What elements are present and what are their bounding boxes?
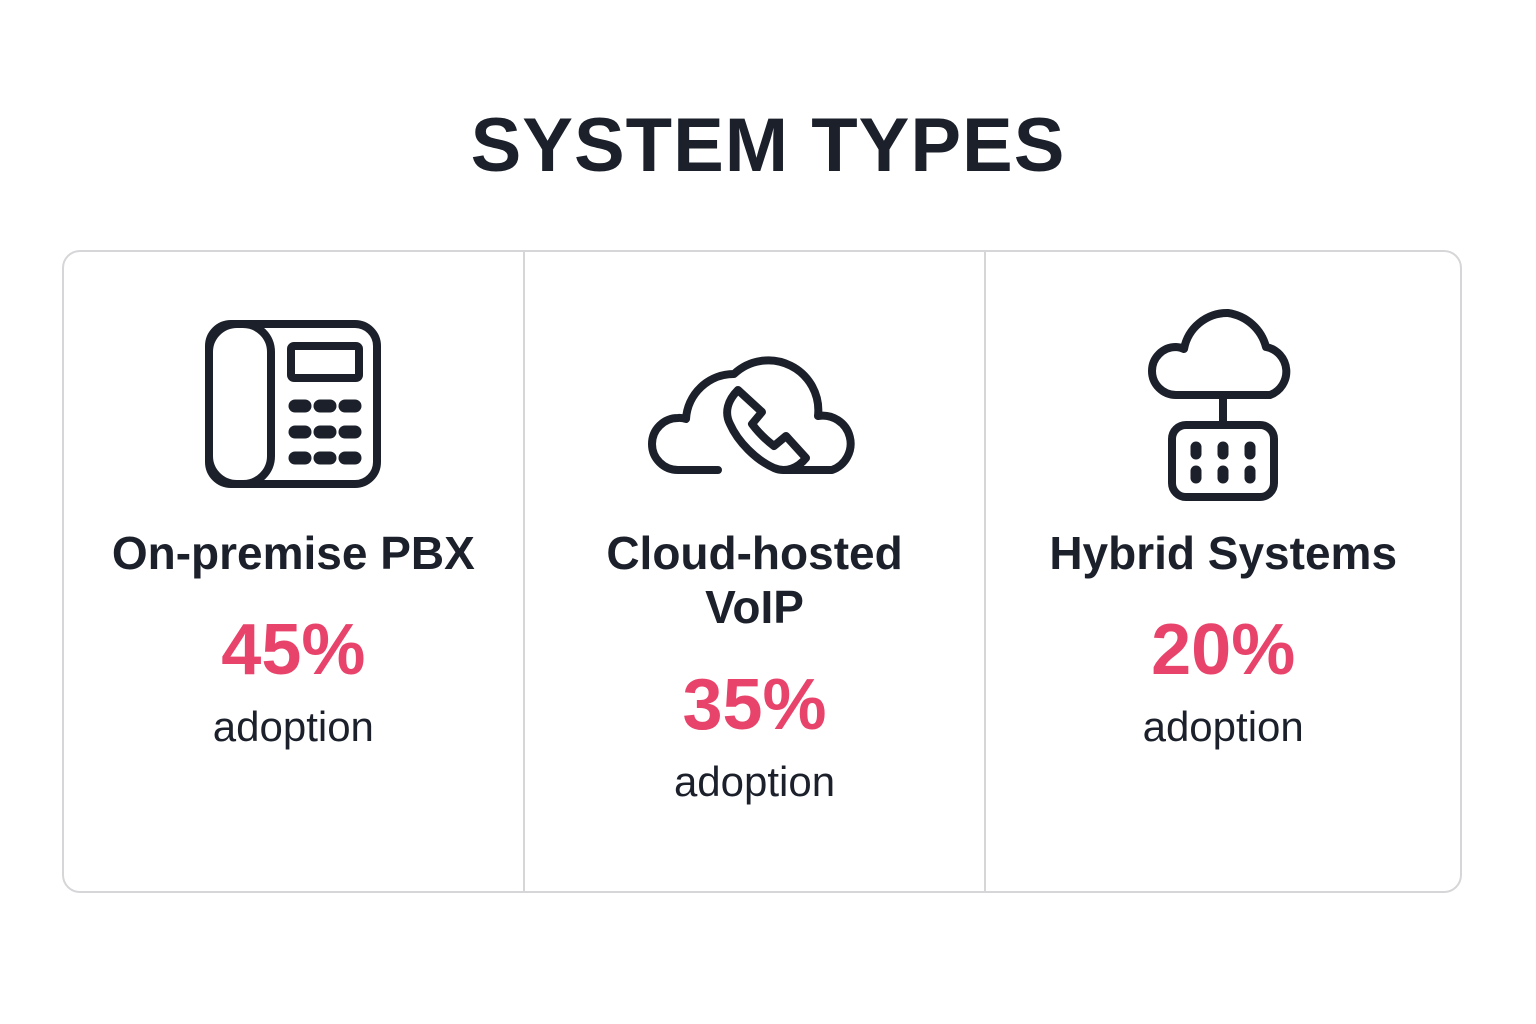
card-percent-value: 45% (221, 610, 366, 691)
cloud-phone-icon-svg (647, 356, 855, 474)
cloud-server-icon-svg (1148, 308, 1291, 501)
card-percent-value: 20% (1151, 610, 1296, 691)
card-cloud-hosted-voip[interactable]: Cloud-hosted VoIP 35% adoption (522, 252, 985, 891)
card-percent-label: adoption (1142, 703, 1304, 751)
card-title: Cloud-hosted VoIP (606, 527, 903, 634)
card-on-premise-pbx[interactable]: On-premise PBX 45% adoption (64, 252, 523, 891)
cloud-server-icon (1138, 304, 1308, 504)
page-title: SYSTEM TYPES (470, 103, 1066, 188)
card-percent-label: adoption (212, 703, 374, 751)
card-title: Hybrid Systems (1049, 527, 1398, 579)
card-hybrid-systems[interactable]: Hybrid Systems 20% adoption (984, 252, 1460, 891)
desk-phone-icon (203, 304, 383, 504)
card-percent-label: adoption (673, 757, 836, 805)
cards-container: On-premise PBX 45% adoption Cloud-hosted… (62, 250, 1462, 893)
cloud-phone-icon (646, 304, 864, 504)
card-percent-value: 35% (682, 664, 827, 745)
card-title: On-premise PBX (111, 527, 475, 579)
desk-phone-icon-svg (205, 320, 382, 488)
